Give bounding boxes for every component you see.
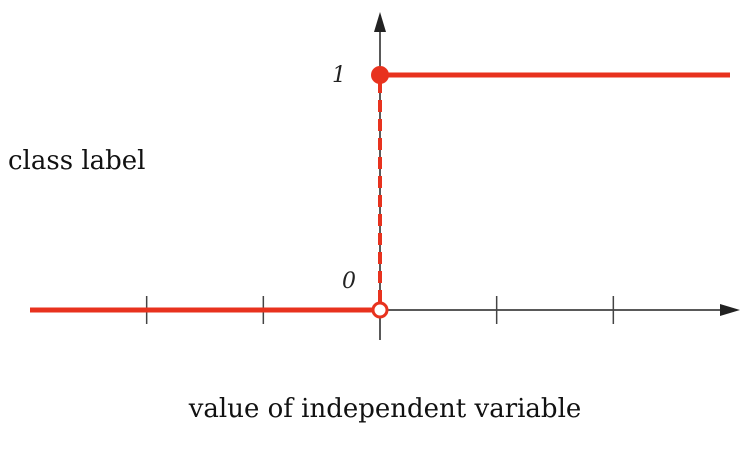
y-tick-label-0: 0 [342, 269, 356, 294]
x-axis-label: value of independent variable [188, 394, 582, 424]
y-tick-label-1: 1 [332, 63, 346, 88]
tick-labels: 1 0 [332, 63, 356, 294]
y-axis-label: class label [8, 146, 146, 176]
x-axis-arrow [720, 304, 740, 316]
series [30, 66, 730, 319]
axes [30, 12, 740, 340]
series-0-closed-point [371, 66, 389, 84]
series-0-open-point [371, 301, 389, 319]
y-axis-arrow [374, 12, 386, 32]
